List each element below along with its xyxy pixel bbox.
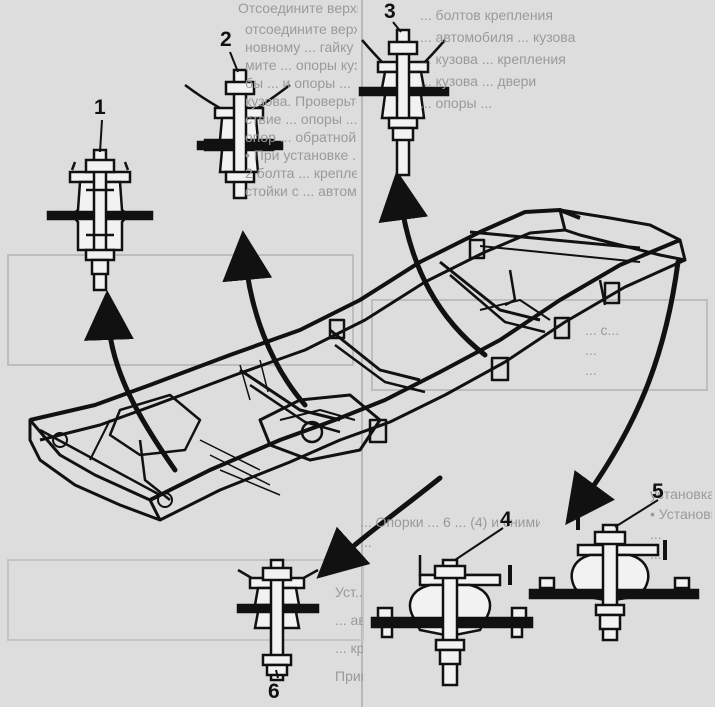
arrow-to-mount-5 xyxy=(565,259,681,526)
frame-front-crossmember xyxy=(28,418,162,522)
callout-3: 3 xyxy=(384,0,396,23)
body-mount-2 xyxy=(184,68,291,200)
body-mount-3 xyxy=(358,28,450,177)
bg-note-box xyxy=(7,254,354,366)
frame-bracket xyxy=(368,418,388,444)
bg-text-bottom-center: ... Опорки ... 6 ... (4) и снимите ... xyxy=(360,514,540,550)
body-mount-1 xyxy=(46,148,154,292)
frame-right-rail-lower xyxy=(159,258,686,522)
callout-5: 5 xyxy=(652,480,664,503)
bg-text-top-left-column: отсоедините верхнюю часть опоры к ос- но… xyxy=(245,21,357,199)
frame-crossmember-2 xyxy=(329,328,421,382)
callout-1: 1 xyxy=(94,96,106,119)
callout-6: 6 xyxy=(268,680,280,703)
body-mount-4 xyxy=(370,555,534,687)
arrows xyxy=(83,170,681,579)
body-mount-5 xyxy=(528,515,700,642)
bg-text-top-left: Отсоедините верхнюю часть опоры xyxy=(238,0,358,16)
vehicle-frame xyxy=(28,208,687,522)
arrow-to-mount-4 xyxy=(316,475,443,579)
callout-4: 4 xyxy=(500,508,512,531)
bg-text-top-right: ... болтов крепления ... автомобиля ... … xyxy=(420,7,576,111)
bg-text-bottom-right: установка • Установите ... кронштейн ...… xyxy=(650,486,712,562)
frame-front-suspension xyxy=(108,393,202,457)
bg-note-box-bottom xyxy=(7,559,364,641)
frame-crossmember-3 xyxy=(439,260,541,322)
bg-text-mid-right: ... с... ... ... xyxy=(585,322,620,378)
frame-rear-crossmember xyxy=(558,208,687,262)
arrow-to-mount-1 xyxy=(83,290,178,473)
callout-2: 2 xyxy=(220,28,232,51)
bg-text-bottom-left: Уст... ... автомо- ... крепите 4 ... При… xyxy=(335,584,363,684)
frame-right-rail xyxy=(149,238,681,502)
arrow-to-mount-3 xyxy=(378,170,488,358)
frame-left-rail xyxy=(29,208,581,422)
leader-lines xyxy=(99,21,659,679)
arrow-to-mount-2 xyxy=(222,230,308,408)
bg-note-box-right xyxy=(371,299,708,391)
frame-crossmember-1 xyxy=(239,368,341,422)
